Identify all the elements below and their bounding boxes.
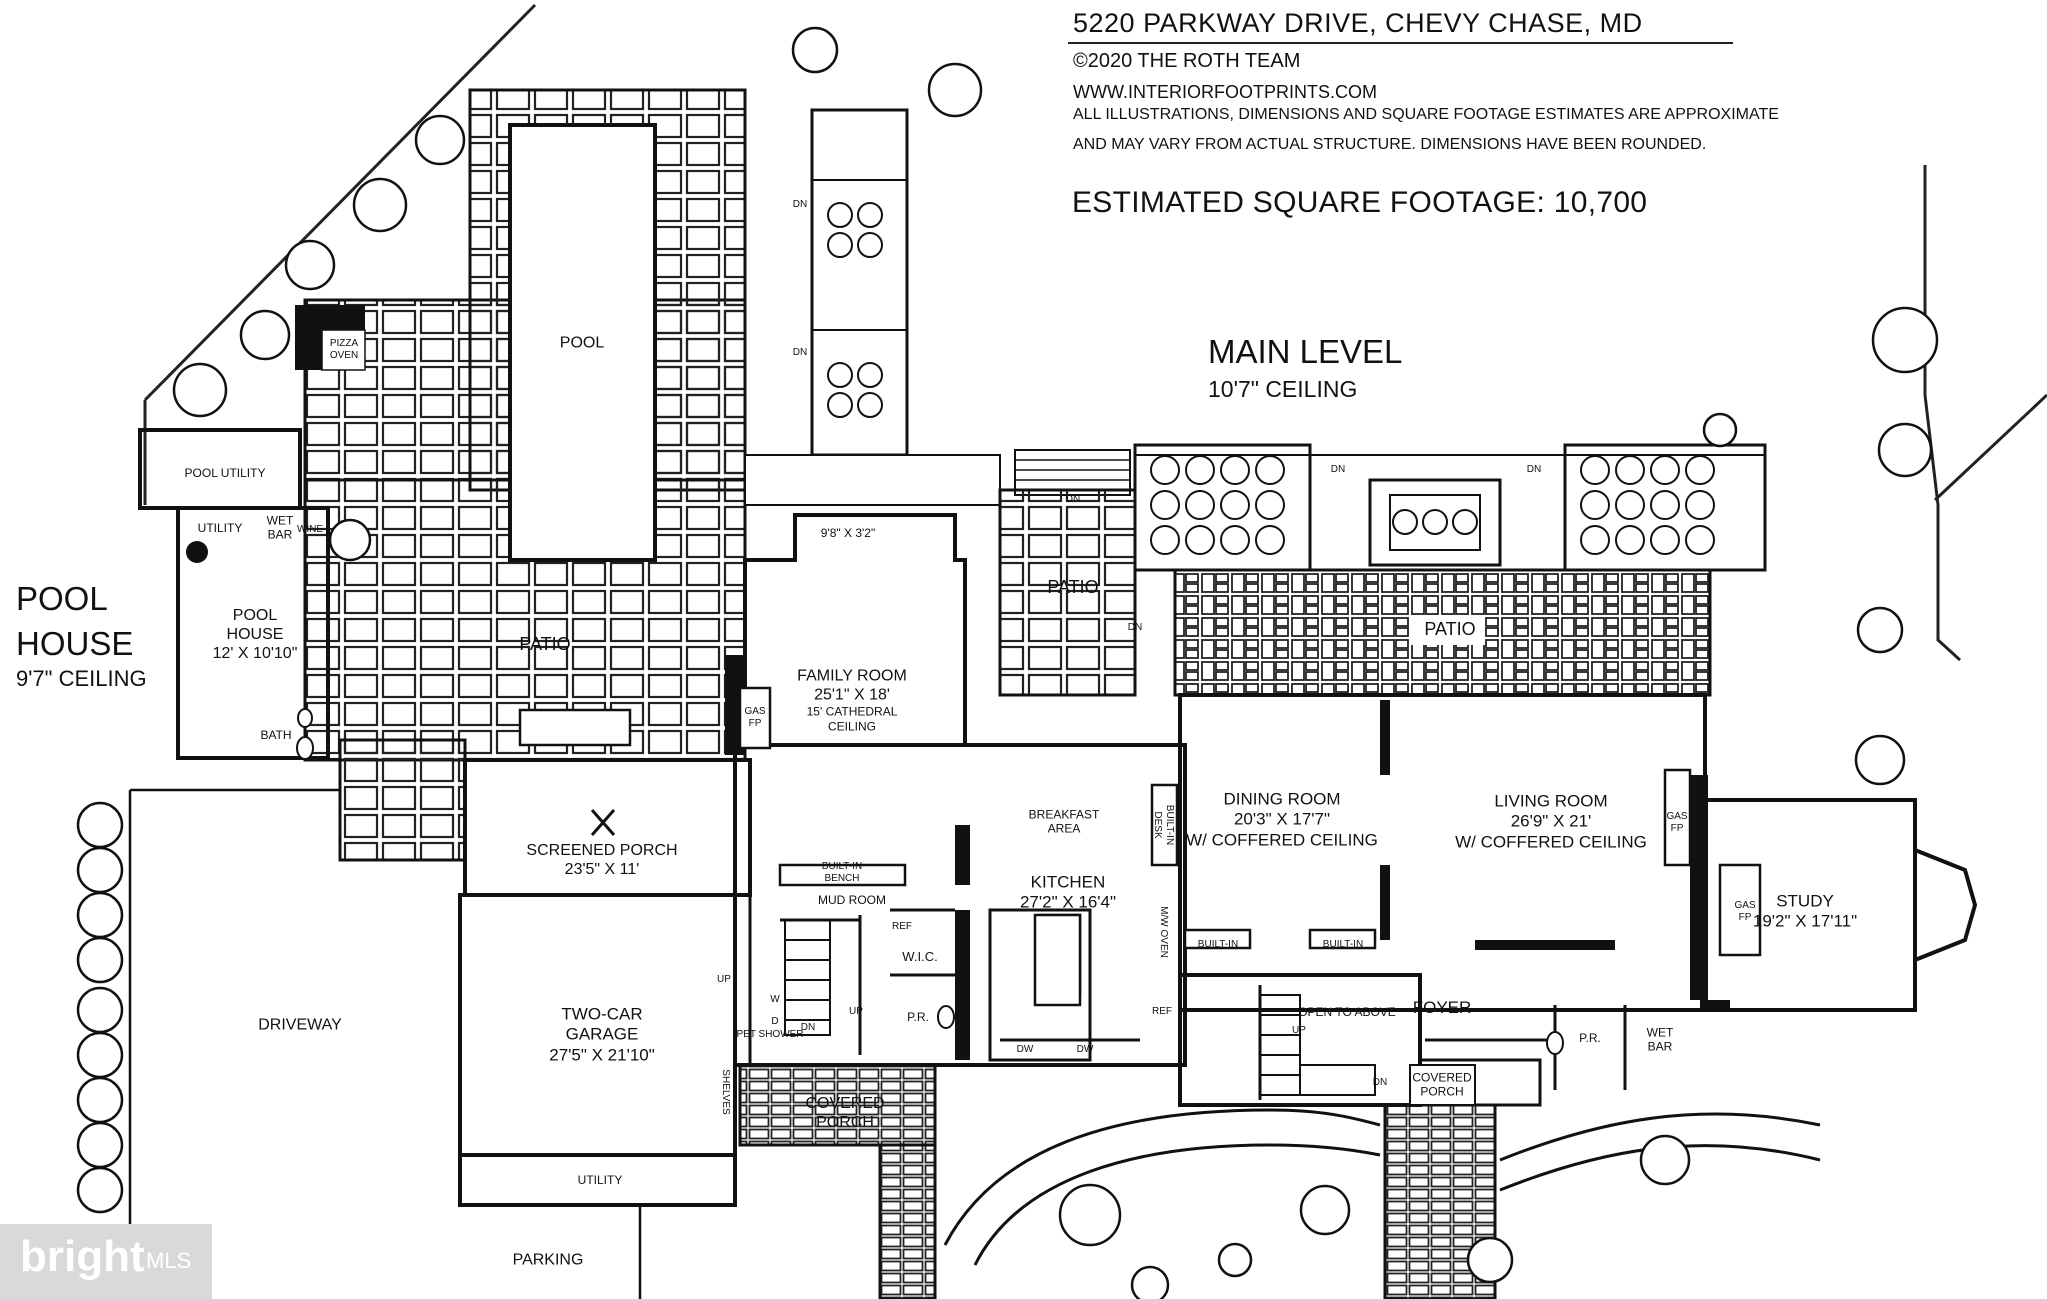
ref-label-mud: REF (892, 921, 912, 932)
dn-marker-upper-1: DN (1330, 464, 1346, 475)
dn-marker-steps: DN (1065, 494, 1081, 505)
level-title: MAIN LEVEL (1208, 333, 1403, 370)
washer-label: W (770, 994, 780, 1005)
property-line (143, 3, 537, 402)
shelves-label: SHELVES (720, 1069, 731, 1115)
dn-marker-garden-2: DN (792, 347, 808, 358)
ceiling-fan (590, 809, 616, 836)
built-in-label-dining-1: BUILT-IN (1197, 939, 1239, 950)
patio-label-pool: PATIO (519, 634, 571, 655)
pool-deck-paving (338, 738, 467, 862)
address-title: 5220 PARKWAY DRIVE, CHEVY CHASE, MD (1073, 8, 1643, 38)
disclaimer-line-1: ALL ILLUSTRATIONS, DIMENSIONS AND SQUARE… (1073, 106, 1779, 123)
dn-marker-foyer: DN (1372, 1077, 1388, 1088)
patio-label-main: PATIO (1424, 619, 1476, 640)
pet-shower-label: PET SHOWER (736, 1029, 804, 1040)
website-line: WWW.INTERIORFOOTPRINTS.COM (1073, 82, 1377, 102)
driveway-label: DRIVEWAY (258, 1016, 342, 1034)
watermark-brand: bright (20, 1232, 145, 1281)
foyer-label: FOYER (1412, 997, 1472, 1017)
covered-porch-paving (738, 1063, 937, 1147)
utility-label-poolhouse: UTILITY (197, 520, 243, 535)
landscape-trees (76, 26, 1939, 1299)
disclaimer-line-2: AND MAY VARY FROM ACTUAL STRUCTURE. DIME… (1073, 136, 1707, 153)
ref-label-kitchen: REF (1152, 1006, 1172, 1017)
wic-label: W.I.C. (902, 949, 938, 965)
open-to-above-label: OPEN TO ABOVE (1298, 1004, 1396, 1019)
front-walk-paving (878, 1143, 937, 1299)
up-marker-garage: UP (717, 974, 731, 985)
pool-house-heading-line1: POOL (16, 580, 108, 617)
bath-label: BATH (260, 727, 292, 742)
mw-oven-label: M/W OVEN (1158, 906, 1169, 958)
patio-label-mid: PATIO (1047, 577, 1099, 598)
pool-label: POOL (559, 334, 605, 352)
patio-paving (998, 488, 1137, 697)
dw-label-2: DW (1076, 1044, 1094, 1055)
built-in-label-dining-2: BUILT-IN (1322, 939, 1364, 950)
property-line (1923, 394, 1962, 662)
wine-label: WINE (296, 524, 324, 535)
garden-path (1499, 1112, 1821, 1162)
stairs (784, 919, 1376, 1096)
garden-path (973, 1143, 1381, 1266)
mls-watermark: bright MLS (0, 1224, 212, 1299)
toilets (296, 708, 1564, 1055)
dn-marker-patio: DN (1127, 622, 1143, 633)
up-marker-foyer: UP (1292, 1025, 1306, 1036)
copyright-line: ©2020 THE ROTH TEAM (1073, 50, 1301, 72)
pool-utility-label: POOL UTILITY (184, 465, 266, 480)
pool-house-ceiling: 9'7" CEILING (16, 666, 147, 691)
mud-room-label: MUD ROOM (818, 892, 886, 907)
garden-shrubs (827, 202, 1715, 555)
garden-path (943, 1108, 1381, 1246)
square-footage: ESTIMATED SQUARE FOOTAGE: 10,700 (1072, 186, 1648, 219)
utility-label-garage: UTILITY (577, 1172, 623, 1187)
watermark-suffix: MLS (146, 1248, 192, 1273)
hedge (518, 708, 632, 747)
header-rule (1068, 42, 1733, 44)
steps (1014, 449, 1131, 496)
kitchen-island (1033, 913, 1082, 1007)
dn-marker-mud: DN (800, 1022, 816, 1033)
pool (508, 123, 657, 562)
pr-label-foyer: P.R. (1579, 1030, 1601, 1045)
pool-house-heading-line2: HOUSE (16, 625, 134, 662)
dn-marker-garden-1: DN (792, 199, 808, 210)
dryer-label: D (771, 1016, 779, 1027)
walkway (744, 454, 1001, 506)
parking-label: PARKING (512, 1251, 584, 1269)
level-ceiling: 10'7" CEILING (1208, 376, 1358, 402)
gas-fireplace (738, 686, 772, 750)
dn-marker-upper-2: DN (1526, 464, 1542, 475)
water-heater (186, 541, 208, 563)
up-marker-mud: UP (849, 1006, 863, 1017)
bay-dims-label: 9'8" X 3'2" (820, 525, 876, 540)
property-line (1933, 393, 2047, 502)
pr-label-mud: P.R. (907, 1009, 929, 1024)
dw-label-1: DW (1016, 1044, 1034, 1055)
house-walls (138, 428, 1978, 1207)
